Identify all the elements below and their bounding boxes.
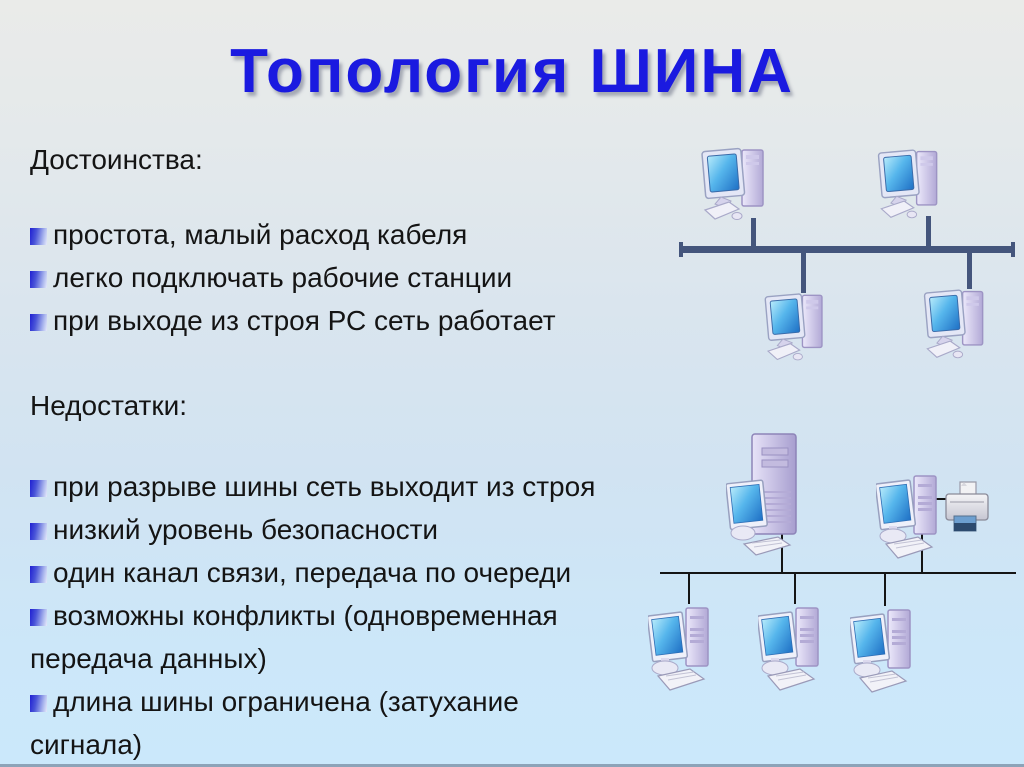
disadvantages-list: при разрыве шины сеть выходит из строя н…: [30, 465, 690, 764]
bullet-text: при разрыве шины сеть выходит из строя: [53, 471, 596, 502]
list-item: длина шины ограничена (затухание: [30, 680, 690, 723]
disadvantages-heading: Недостатки:: [30, 390, 188, 421]
bullet-square-icon: [30, 314, 47, 331]
drop-line: [967, 251, 972, 289]
drop-line: [781, 533, 783, 574]
server-icon: [726, 433, 797, 556]
bullet-text: низкий уровень безопасности: [53, 514, 439, 545]
desktop-computer-icon: [701, 147, 764, 220]
drop-line: [801, 251, 806, 293]
bullet-text-continuation: передача данных): [30, 643, 267, 674]
bullet-text: длина шины ограничена (затухание: [53, 686, 519, 717]
desktop-computer-icon: [923, 289, 984, 359]
bus-terminator: [679, 242, 683, 257]
drop-line: [688, 573, 690, 604]
bus-line: [660, 572, 1016, 574]
bullet-square-icon: [30, 480, 47, 497]
bullet-text: легко подключать рабочие станции: [53, 262, 513, 293]
drop-line: [794, 573, 796, 604]
list-item: при выходе из строя РС сеть работает: [30, 299, 690, 342]
bullet-square-icon: [30, 609, 47, 626]
bullet-square-icon: [30, 228, 47, 245]
bullet-text: при выходе из строя РС сеть работает: [53, 305, 556, 336]
page-title: Топология ШИНА: [230, 37, 794, 106]
list-item: простота, малый расход кабеля: [30, 213, 690, 256]
drop-line: [884, 573, 886, 606]
bullet-square-icon: [30, 695, 47, 712]
bus-line: [682, 246, 1013, 253]
bullet-text-continuation: сигнала): [30, 729, 143, 760]
workstation-icon: [876, 475, 937, 559]
bullet-square-icon: [30, 271, 47, 288]
bullet-text: один канал связи, передача по очереди: [53, 557, 572, 588]
list-item: легко подключать рабочие станции: [30, 256, 690, 299]
list-item: возможны конфликты (одновременная: [30, 594, 690, 637]
printer-icon: [945, 481, 989, 532]
workstation-icon: [758, 607, 819, 691]
bullet-text: простота, малый расход кабеля: [53, 219, 468, 250]
bullet-square-icon: [30, 566, 47, 583]
drop-line: [751, 218, 756, 248]
drop-line: [926, 216, 931, 248]
workstation-icon: [850, 609, 911, 693]
bullet-square-icon: [30, 523, 47, 540]
desktop-computer-icon: [877, 149, 938, 219]
bus-terminator: [1011, 242, 1015, 257]
workstation-icon: [648, 607, 709, 691]
bullet-text-column: Достоинства: простота, малый расход кабе…: [30, 138, 690, 764]
desktop-computer-icon: [764, 293, 823, 361]
bullet-text: возможны конфликты (одновременная: [53, 600, 558, 631]
advantages-heading: Достоинства:: [30, 144, 203, 175]
list-item: один канал связи, передача по очереди: [30, 551, 690, 594]
advantages-list: простота, малый расход кабеля легко подк…: [30, 213, 690, 342]
list-item: низкий уровень безопасности: [30, 508, 690, 551]
printer-link-line: [930, 498, 950, 500]
list-item: при разрыве шины сеть выходит из строя: [30, 465, 690, 508]
